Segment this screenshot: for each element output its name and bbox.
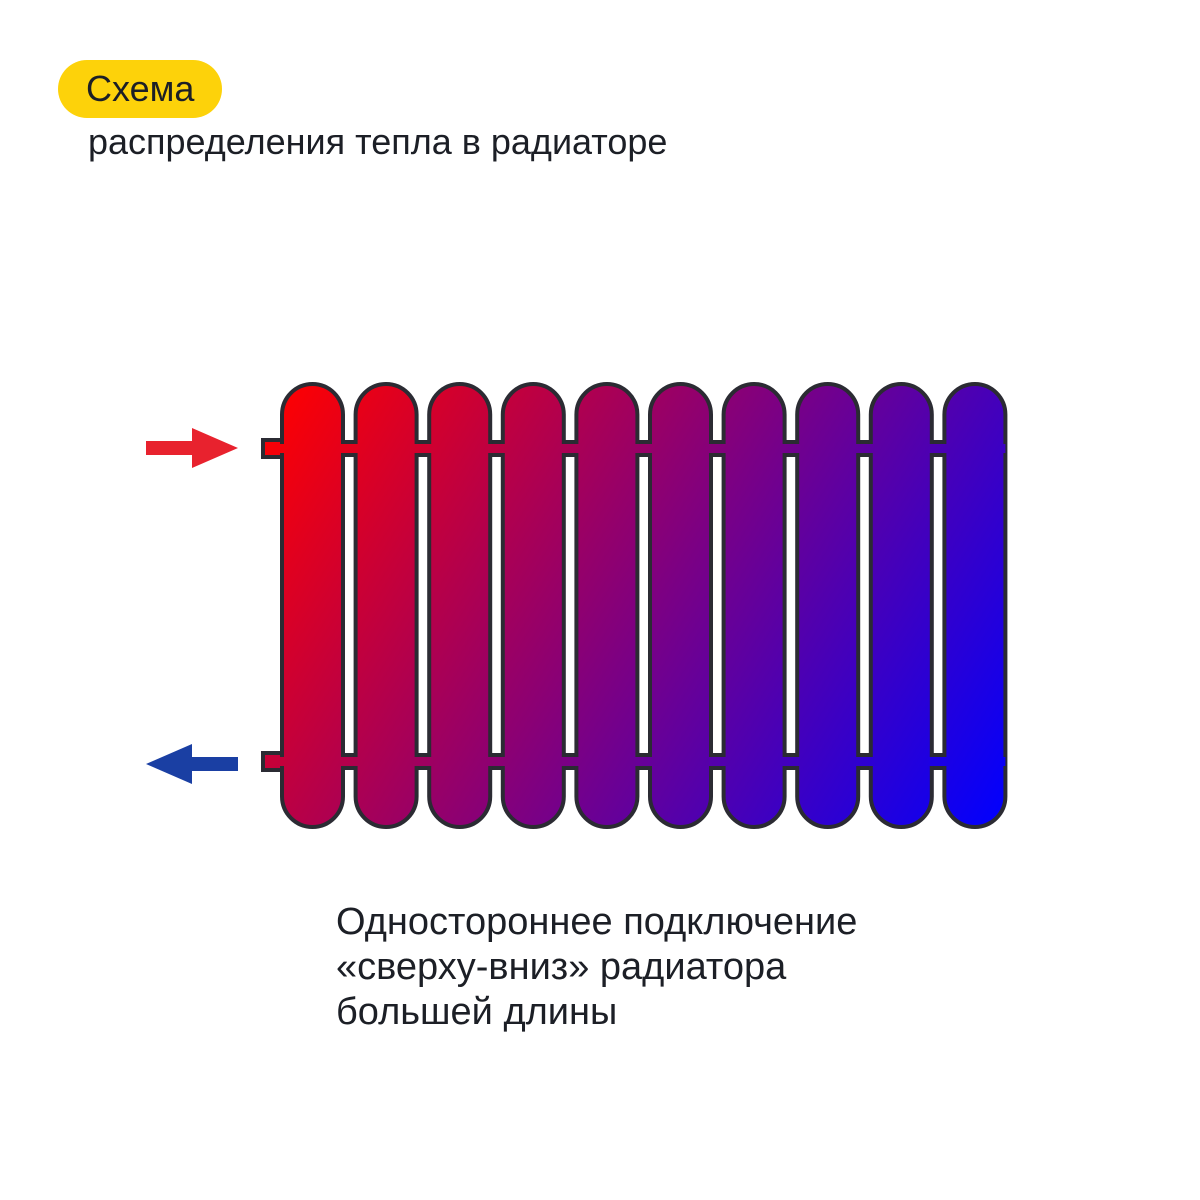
pipe-arrows — [146, 428, 238, 784]
radiator-section-10 — [946, 386, 1004, 825]
page-subtitle: распределения тепла в радиаторе — [88, 121, 668, 162]
caption-line-2: «сверху-вниз» радиатора — [336, 946, 787, 988]
radiator-section-2 — [357, 386, 415, 825]
radiator — [261, 382, 1008, 829]
caption-line-1: Одностороннее подключение — [336, 901, 858, 943]
radiator-section-8 — [799, 386, 857, 825]
radiator-section-6 — [652, 386, 709, 825]
caption-line-3: большей длины — [336, 991, 618, 1033]
diagram-caption: Одностороннее подключение «сверху-вниз» … — [336, 900, 857, 1035]
radiator-section-4 — [504, 386, 562, 825]
radiator-section-1 — [284, 386, 341, 825]
title-badge: Схема — [58, 60, 223, 118]
radiator-section-7 — [725, 386, 783, 825]
badge-label: Схема — [86, 68, 195, 109]
radiator-section-5 — [578, 386, 636, 825]
collector-fill — [282, 757, 1006, 766]
stub-fill — [265, 444, 290, 453]
collector-fill — [282, 444, 1006, 453]
radiator-section-9 — [872, 386, 930, 825]
arrow-right-icon — [146, 428, 238, 468]
stub-fill — [265, 757, 290, 766]
radiator-section-3 — [431, 386, 489, 825]
arrow-left-icon — [146, 744, 238, 784]
